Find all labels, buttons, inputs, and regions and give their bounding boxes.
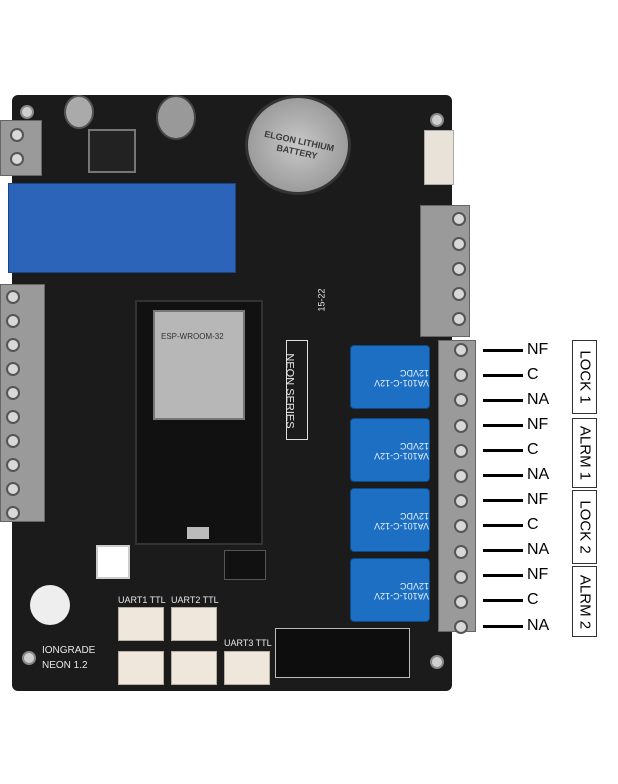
pin-label-na: NA xyxy=(527,466,550,483)
battery-label: ELGON LITHIUM BATTERY xyxy=(263,128,336,162)
wire-line xyxy=(483,474,523,477)
uart1-connector[interactable] xyxy=(118,607,164,641)
ic-chip xyxy=(224,550,266,580)
screw xyxy=(6,506,20,520)
screw xyxy=(454,418,468,433)
pin-label-nf: NF xyxy=(527,566,549,583)
wire-line xyxy=(483,449,523,452)
group-label-lock-2: LOCK 2 xyxy=(572,490,597,564)
screw xyxy=(6,482,20,496)
mounting-hole xyxy=(22,651,36,665)
screw xyxy=(10,152,24,166)
screw xyxy=(10,128,24,142)
wire-line xyxy=(483,599,523,602)
group-label-lock-1: LOCK 1 xyxy=(572,340,597,414)
pin-label-nf: NF xyxy=(527,491,549,508)
relay-1: VA101-C-12V 12VDC xyxy=(350,345,430,409)
esp32-devkit: ESP-WROOM-32 xyxy=(135,300,263,545)
model-silk-2: NEON 1.2 xyxy=(42,660,88,671)
coin-battery: ELGON LITHIUM BATTERY xyxy=(245,95,351,195)
model-silk-1: IONGRADE xyxy=(42,645,96,656)
screw xyxy=(454,544,468,559)
group-label-text: ALRM 2 xyxy=(576,574,593,629)
wire-line xyxy=(483,499,523,502)
relay-2: VA101-C-12V 12VDC xyxy=(350,418,430,482)
wire-line xyxy=(483,424,523,427)
group-label-text: LOCK 1 xyxy=(576,350,593,404)
uart2-connector[interactable] xyxy=(171,607,217,641)
uart3-connector[interactable] xyxy=(224,651,270,685)
pin-label-nf: NF xyxy=(527,341,549,358)
mounting-hole xyxy=(430,655,444,669)
pin-label-c: C xyxy=(527,591,539,608)
wire-line xyxy=(483,574,523,577)
screw xyxy=(454,469,468,483)
rtc-module xyxy=(8,183,236,273)
screw xyxy=(6,386,20,400)
group-label-alrm-1: ALRM 1 xyxy=(572,418,597,488)
pin-label-nf: NF xyxy=(527,416,549,433)
connector[interactable] xyxy=(118,651,164,685)
pin-label-c: C xyxy=(527,441,539,458)
group-label-text: LOCK 2 xyxy=(576,500,593,554)
relay-terminal-block[interactable] xyxy=(438,340,476,632)
uart2-label: UART2 TTL xyxy=(171,595,219,605)
wire-line xyxy=(483,374,523,377)
screw xyxy=(454,595,468,609)
mounting-hole xyxy=(430,113,444,127)
screw xyxy=(452,262,466,276)
screw xyxy=(452,212,466,226)
pin-label-c: C xyxy=(527,366,539,383)
pin-label-na: NA xyxy=(527,617,550,634)
screw xyxy=(454,620,468,635)
esp32-module: ESP-WROOM-32 xyxy=(153,310,245,420)
wire-line xyxy=(483,625,523,628)
group-label-alrm-2: ALRM 2 xyxy=(572,566,597,637)
wire-line xyxy=(483,549,523,552)
screw xyxy=(6,338,20,352)
screw xyxy=(454,343,468,357)
capacitor xyxy=(156,95,196,140)
group-label-text: ALRM 1 xyxy=(576,425,593,481)
voltage-regulator xyxy=(88,129,136,173)
relay-4: VA101-C-12V 12VDC xyxy=(350,558,430,622)
screw xyxy=(452,287,466,301)
usb-port xyxy=(187,527,209,539)
series-silk: NEON SERIES xyxy=(283,353,296,429)
uart1-label: UART1 TTL xyxy=(118,595,166,605)
wire-line xyxy=(483,524,523,527)
capacitor xyxy=(64,95,94,129)
wire-line xyxy=(483,399,523,402)
mounting-hole xyxy=(20,105,34,119)
screw xyxy=(454,569,468,584)
screw xyxy=(452,237,466,251)
relay-3: VA101-C-12V 12VDC xyxy=(350,488,430,552)
screw xyxy=(6,290,20,304)
label-area xyxy=(275,628,410,678)
screw xyxy=(454,368,468,383)
screw xyxy=(454,393,468,408)
wire-line xyxy=(483,349,523,352)
pin-label-na: NA xyxy=(527,391,550,408)
screw xyxy=(454,443,468,458)
screw xyxy=(6,362,20,376)
screw xyxy=(452,312,466,326)
screw xyxy=(6,410,20,424)
screw xyxy=(6,434,20,448)
connector[interactable] xyxy=(424,130,454,185)
screw xyxy=(454,494,468,509)
date-code: 15-22 xyxy=(316,288,327,312)
qr-code xyxy=(96,545,130,579)
pin-label-na: NA xyxy=(527,541,550,558)
screw xyxy=(6,458,20,472)
uart3-label: UART3 TTL xyxy=(224,638,272,648)
screw xyxy=(454,519,468,534)
connector[interactable] xyxy=(171,651,217,685)
sticker xyxy=(30,585,70,625)
pin-label-c: C xyxy=(527,516,539,533)
screw xyxy=(6,314,20,328)
